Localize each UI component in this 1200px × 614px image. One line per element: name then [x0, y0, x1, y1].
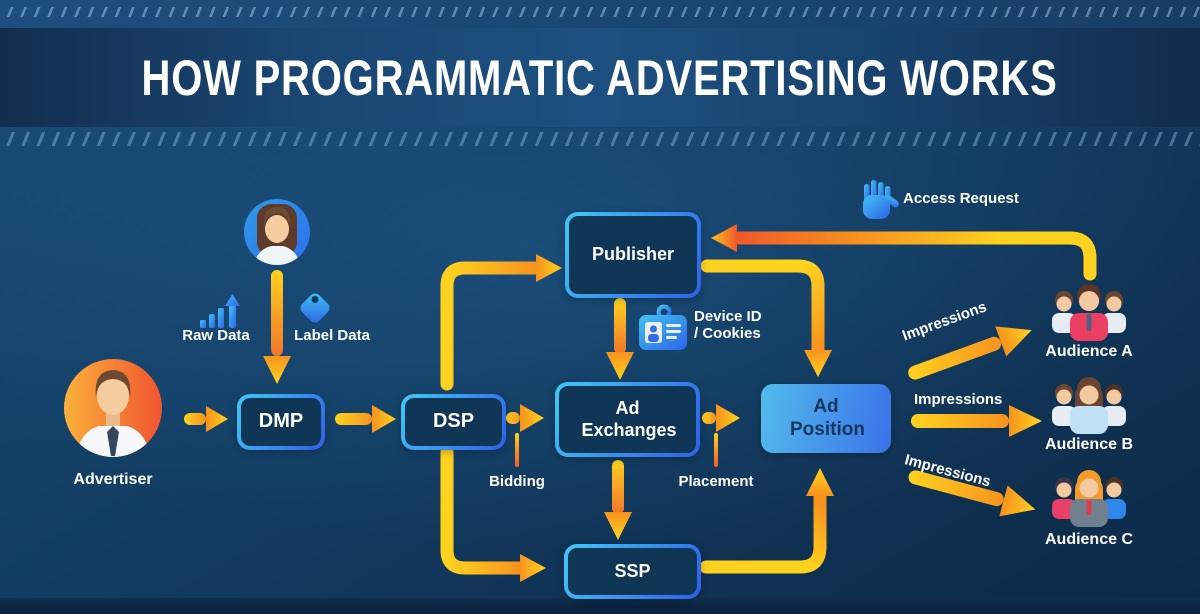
access-request-label: Access Request [903, 190, 1019, 207]
title-band: HOW PROGRAMMATIC ADVERTISING WORKS [0, 28, 1200, 127]
node-ad-exchanges-label: Ad Exchanges [581, 398, 677, 440]
arrow-impressions-b [911, 405, 1042, 437]
footer-band [0, 598, 1200, 614]
raw-data-label: Raw Data [182, 327, 250, 344]
node-ad-exchanges: Ad Exchanges [555, 382, 700, 457]
analyst-figure [253, 204, 301, 265]
audience-b-figures [1052, 377, 1126, 434]
advertiser-person-icon [64, 359, 162, 457]
arrow-ad-exchanges-to-ad-position [702, 404, 740, 467]
advertiser-figure [75, 370, 151, 457]
arrow-dsp-to-ssp [440, 445, 546, 582]
device-id-line2: / Cookies [694, 325, 761, 342]
audience-a-figures [1052, 284, 1126, 341]
arrow-ad-exchanges-to-ssp [604, 460, 632, 540]
audience-c-group-icon [1052, 470, 1126, 527]
audience-c-label: Audience C [1044, 531, 1133, 548]
bidding-label: Bidding [489, 473, 545, 490]
arrow-advertiser-to-dmp [184, 406, 228, 432]
node-dsp: DSP [401, 394, 506, 450]
arrow-publisher-to-ad-exchanges [606, 298, 634, 380]
diagonal-slashes-bottom [0, 132, 1200, 146]
audience-c-figures [1052, 470, 1126, 527]
device-id-line1: Device ID [694, 308, 762, 325]
arrow-dmp-to-dsp [335, 405, 396, 433]
impressions-a-label: Impressions [900, 298, 989, 345]
arrow-dsp-to-ad-exchanges [506, 404, 544, 467]
impressions-c-label: Impressions [902, 451, 993, 491]
diagonal-slashes-top [0, 7, 1200, 17]
node-dsp-label: DSP [432, 410, 475, 433]
node-ad-position-label: Ad Position [790, 395, 865, 440]
analyst-woman-icon [244, 199, 310, 265]
placement-label: Placement [678, 473, 754, 490]
arrow-access-request [711, 224, 1097, 281]
device-id-label: Device ID / Cookies [694, 308, 762, 342]
node-ssp-label: SSP [614, 560, 651, 581]
impressions-b-label: Impressions [914, 391, 1003, 408]
node-dmp: DMP [237, 394, 325, 450]
advertiser-label: Advertiser [73, 471, 153, 488]
node-publisher: Publisher [565, 212, 701, 298]
node-publisher-label: Publisher [591, 244, 675, 265]
id-badge-icon [639, 304, 687, 350]
audience-a-label: Audience A [1045, 343, 1133, 360]
page-title: HOW PROGRAMMATIC ADVERTISING WORKS [141, 49, 1059, 106]
arrow-dsp-to-publisher [440, 254, 562, 391]
audience-b-label: Audience B [1044, 436, 1133, 453]
node-ssp: SSP [564, 544, 701, 599]
label-data-label: Label Data [294, 327, 370, 344]
audience-b-group-icon [1052, 377, 1126, 434]
tag-icon [300, 293, 330, 323]
node-ad-position: Ad Position [761, 384, 891, 453]
audience-a-group-icon [1052, 284, 1126, 341]
node-dmp-label: DMP [258, 410, 304, 433]
bar-chart-growth-icon [200, 294, 240, 328]
raised-hand-icon [863, 180, 899, 219]
